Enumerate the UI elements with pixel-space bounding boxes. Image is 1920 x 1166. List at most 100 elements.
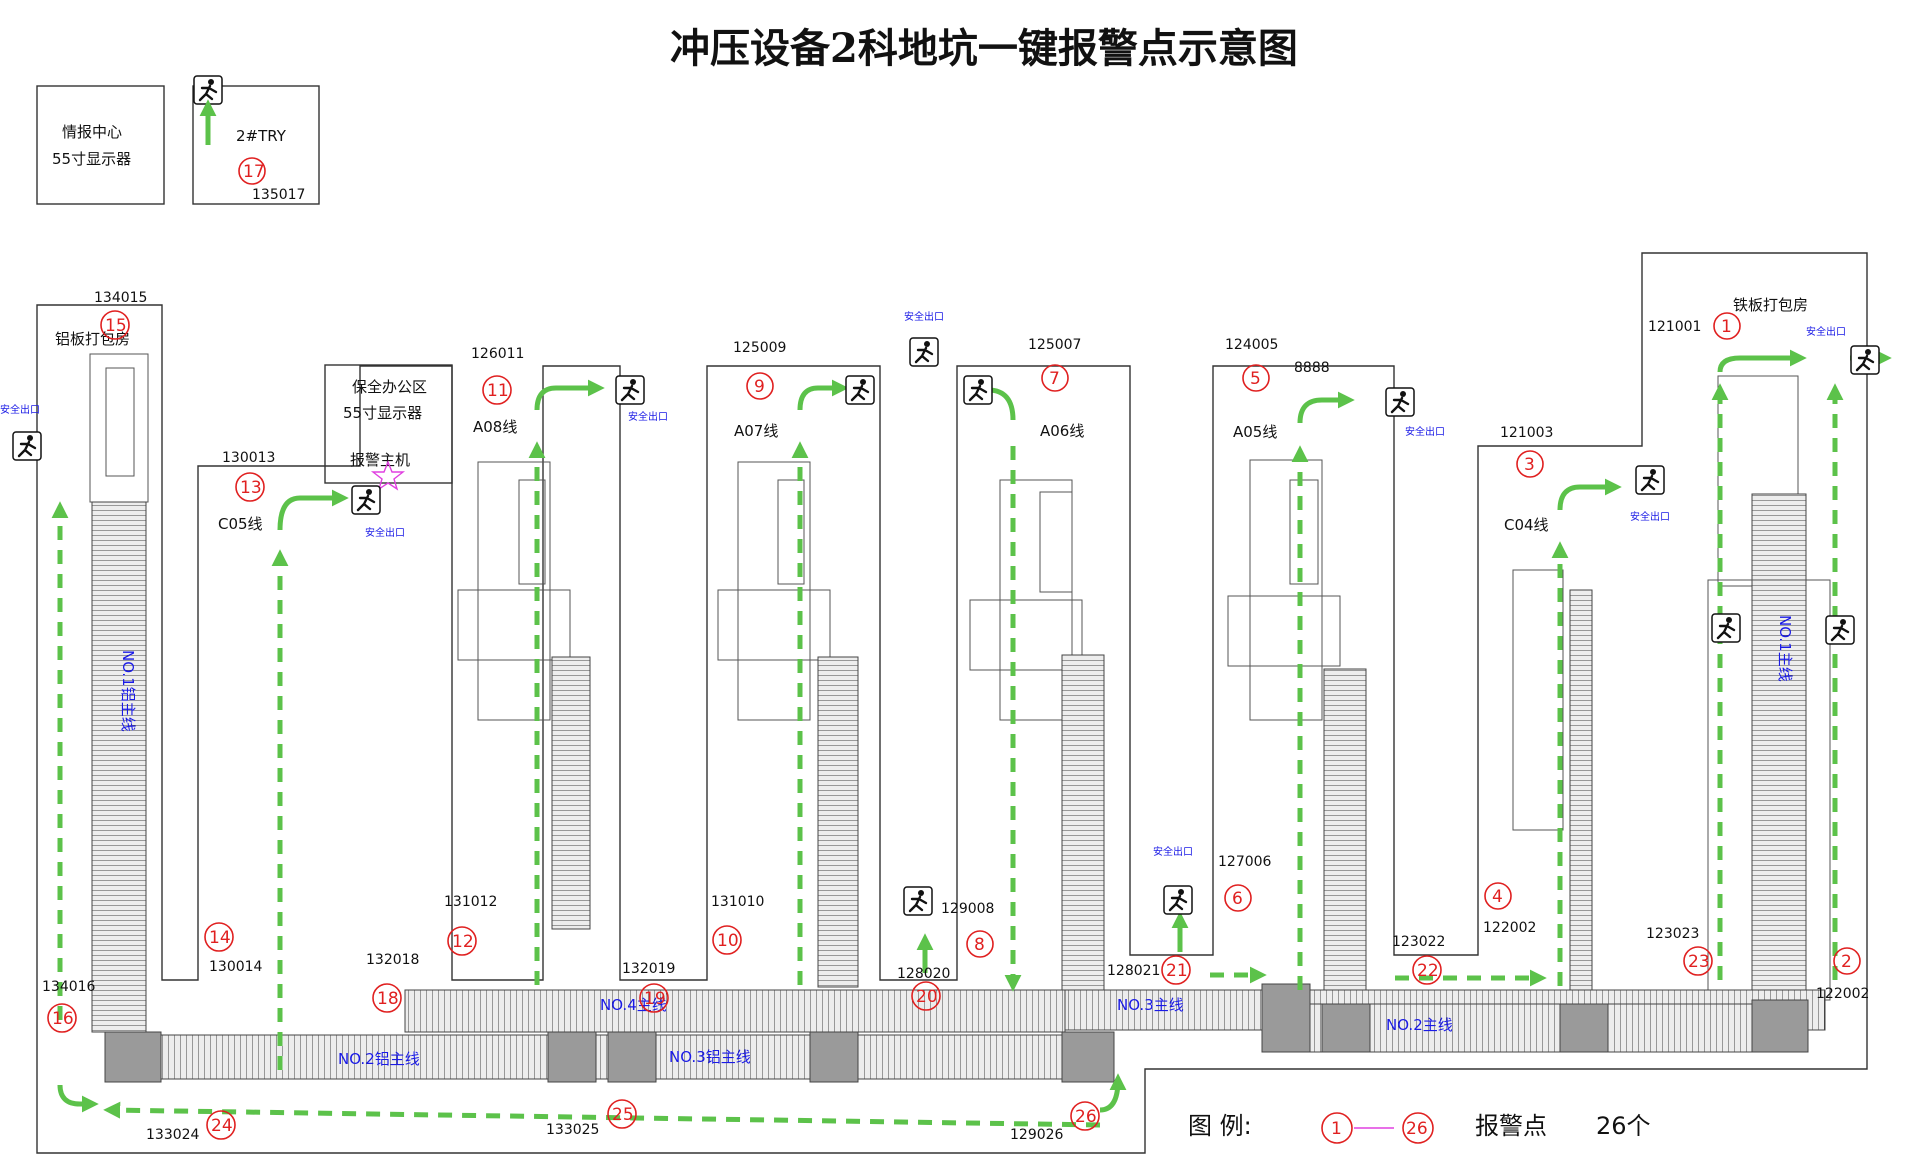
device-code: 128021 (1107, 963, 1160, 979)
alarm-number: 18 (377, 989, 399, 1009)
device-code: 126011 (471, 346, 524, 362)
alarm-number: 5 (1250, 369, 1261, 389)
alarm-point-18: 18 (372, 983, 402, 1013)
exit-icon (1710, 612, 1742, 644)
alarm-point-2: 2 (1833, 947, 1861, 975)
device-code: 8888 (1294, 360, 1330, 376)
line-a08-label: A08线 (473, 418, 517, 436)
alarm-number: 22 (1417, 961, 1439, 981)
line-c04-label: C04线 (1504, 516, 1549, 534)
alarm-point-22: 22 (1412, 955, 1442, 985)
alarm-point-11: 11 (482, 375, 512, 405)
device-code: 134015 (94, 290, 147, 306)
alarm-point-23: 23 (1683, 946, 1713, 976)
press-equipment (89, 353, 1831, 1033)
exit-label: 安全出口 (1405, 425, 1445, 438)
alarm-number: 25 (612, 1105, 634, 1125)
alarm-point-6: 6 (1224, 884, 1252, 912)
alarm-number: 24 (211, 1116, 233, 1136)
exit-icon (1849, 344, 1881, 376)
exit-label: 安全出口 (628, 410, 668, 423)
info-center-label: 情报中心 (62, 123, 122, 141)
legend: 图 例: 1 26 报警点 26个 (1188, 1112, 1651, 1144)
evacuation-routes (51, 349, 1892, 1128)
alarm-point-25: 25 (607, 1099, 637, 1129)
alarm-point-7: 7 (1041, 364, 1069, 392)
exit-icon (11, 430, 43, 462)
alarm-point-17 (238, 157, 266, 185)
mainline-no4-label: NO.4主线 (600, 996, 667, 1014)
alarm-point-4: 4 (1484, 882, 1512, 910)
mainline-no1-label: NO.1主线 (1776, 615, 1794, 682)
alarm-point-13: 13 (235, 472, 265, 502)
mainline-no1-al-label: NO.1铝主线 (119, 650, 137, 732)
alarm-point-15: 15 (100, 310, 130, 340)
alarm-number: 12 (452, 932, 474, 952)
alarm-number: 7 (1049, 369, 1060, 389)
legend-label: 图 例: (1188, 1112, 1252, 1140)
building-outline (36, 252, 1868, 1154)
alarm-number: 9 (754, 377, 765, 397)
al-pack-room-label: 铝板打包房 (55, 330, 130, 348)
line-c05-label: C05线 (218, 515, 263, 533)
mainline-no2-al-label: NO.2铝主线 (338, 1050, 420, 1068)
legend-from: 1 (1331, 1119, 1342, 1139)
device-code: 123022 (1392, 934, 1445, 950)
alarm-point-5: 5 (1242, 364, 1270, 392)
device-code: 122002 (1816, 986, 1869, 1002)
alarm-number: 15 (105, 316, 127, 336)
alarm-point-3: 3 (1516, 450, 1544, 478)
alarm-number: 26 (1075, 1107, 1097, 1127)
exit-label: 安全出口 (1630, 510, 1670, 523)
alarm-point-16: 16 (47, 1003, 77, 1033)
device-code: 133025 (546, 1122, 599, 1138)
mainline-no3-al-label: NO.3铝主线 (669, 1048, 751, 1066)
alarm-number: 16 (52, 1009, 74, 1029)
device-code: 130013 (222, 450, 275, 466)
alarm-point-19: 19 (639, 983, 669, 1013)
alarm-point-8: 8 (966, 930, 994, 958)
device-code: 132018 (366, 952, 419, 968)
legend-desc: 报警点 (1475, 1112, 1547, 1140)
exit-icon (192, 74, 224, 106)
alarm-point-26: 26 (1070, 1101, 1100, 1131)
exit-icon (1824, 614, 1856, 646)
device-code: 125009 (733, 340, 786, 356)
exit-icon (844, 374, 876, 406)
alarm-number: 14 (209, 928, 231, 948)
device-code: 124005 (1225, 337, 1278, 353)
alarm-number: 17 (243, 162, 265, 182)
alarm-point-12: 12 (447, 926, 477, 956)
device-code: 131010 (711, 894, 764, 910)
try-label: 2#TRY (236, 127, 287, 145)
device-code: 132019 (622, 961, 675, 977)
alarm-number: 13 (240, 478, 262, 498)
alarm-point-24: 24 (206, 1110, 236, 1140)
legend-count: 26个 (1596, 1112, 1651, 1140)
alarm-number: 1 (1721, 317, 1732, 337)
exit-icon (1162, 884, 1194, 916)
line-a05-label: A05线 (1233, 423, 1277, 441)
device-code: 125007 (1028, 337, 1081, 353)
exit-icon (350, 484, 382, 516)
office-display: 55寸显示器 (343, 404, 422, 422)
exit-label: 安全出口 (365, 526, 405, 539)
mainline-no2-label: NO.2主线 (1386, 1016, 1453, 1034)
device-codes: 134015 126011 125009 125007 124005 12100… (42, 290, 1869, 1143)
line-a07-label: A07线 (734, 422, 778, 440)
device-code: 129008 (941, 901, 994, 917)
main-conveyors (104, 983, 1826, 1083)
device-code: 131012 (444, 894, 497, 910)
alarm-point-1: 1 (1713, 312, 1741, 340)
exit-label: 安全出口 (1153, 845, 1193, 858)
mainline-no3-label: NO.3主线 (1117, 996, 1184, 1014)
device-code: 129026 (1010, 1127, 1064, 1143)
info-center-box: 情报中心 55寸显示器 (36, 85, 165, 205)
alarm-points: 1 2 3 4 5 6 7 8 9 10 11 12 13 14 15 16 1… (47, 310, 1861, 1140)
info-center-display: 55寸显示器 (52, 150, 131, 168)
device-code: 123023 (1646, 926, 1699, 942)
alarm-point-10: 10 (712, 925, 742, 955)
line-a06-label: A06线 (1040, 422, 1084, 440)
alarm-point-20: 20 (911, 981, 941, 1011)
